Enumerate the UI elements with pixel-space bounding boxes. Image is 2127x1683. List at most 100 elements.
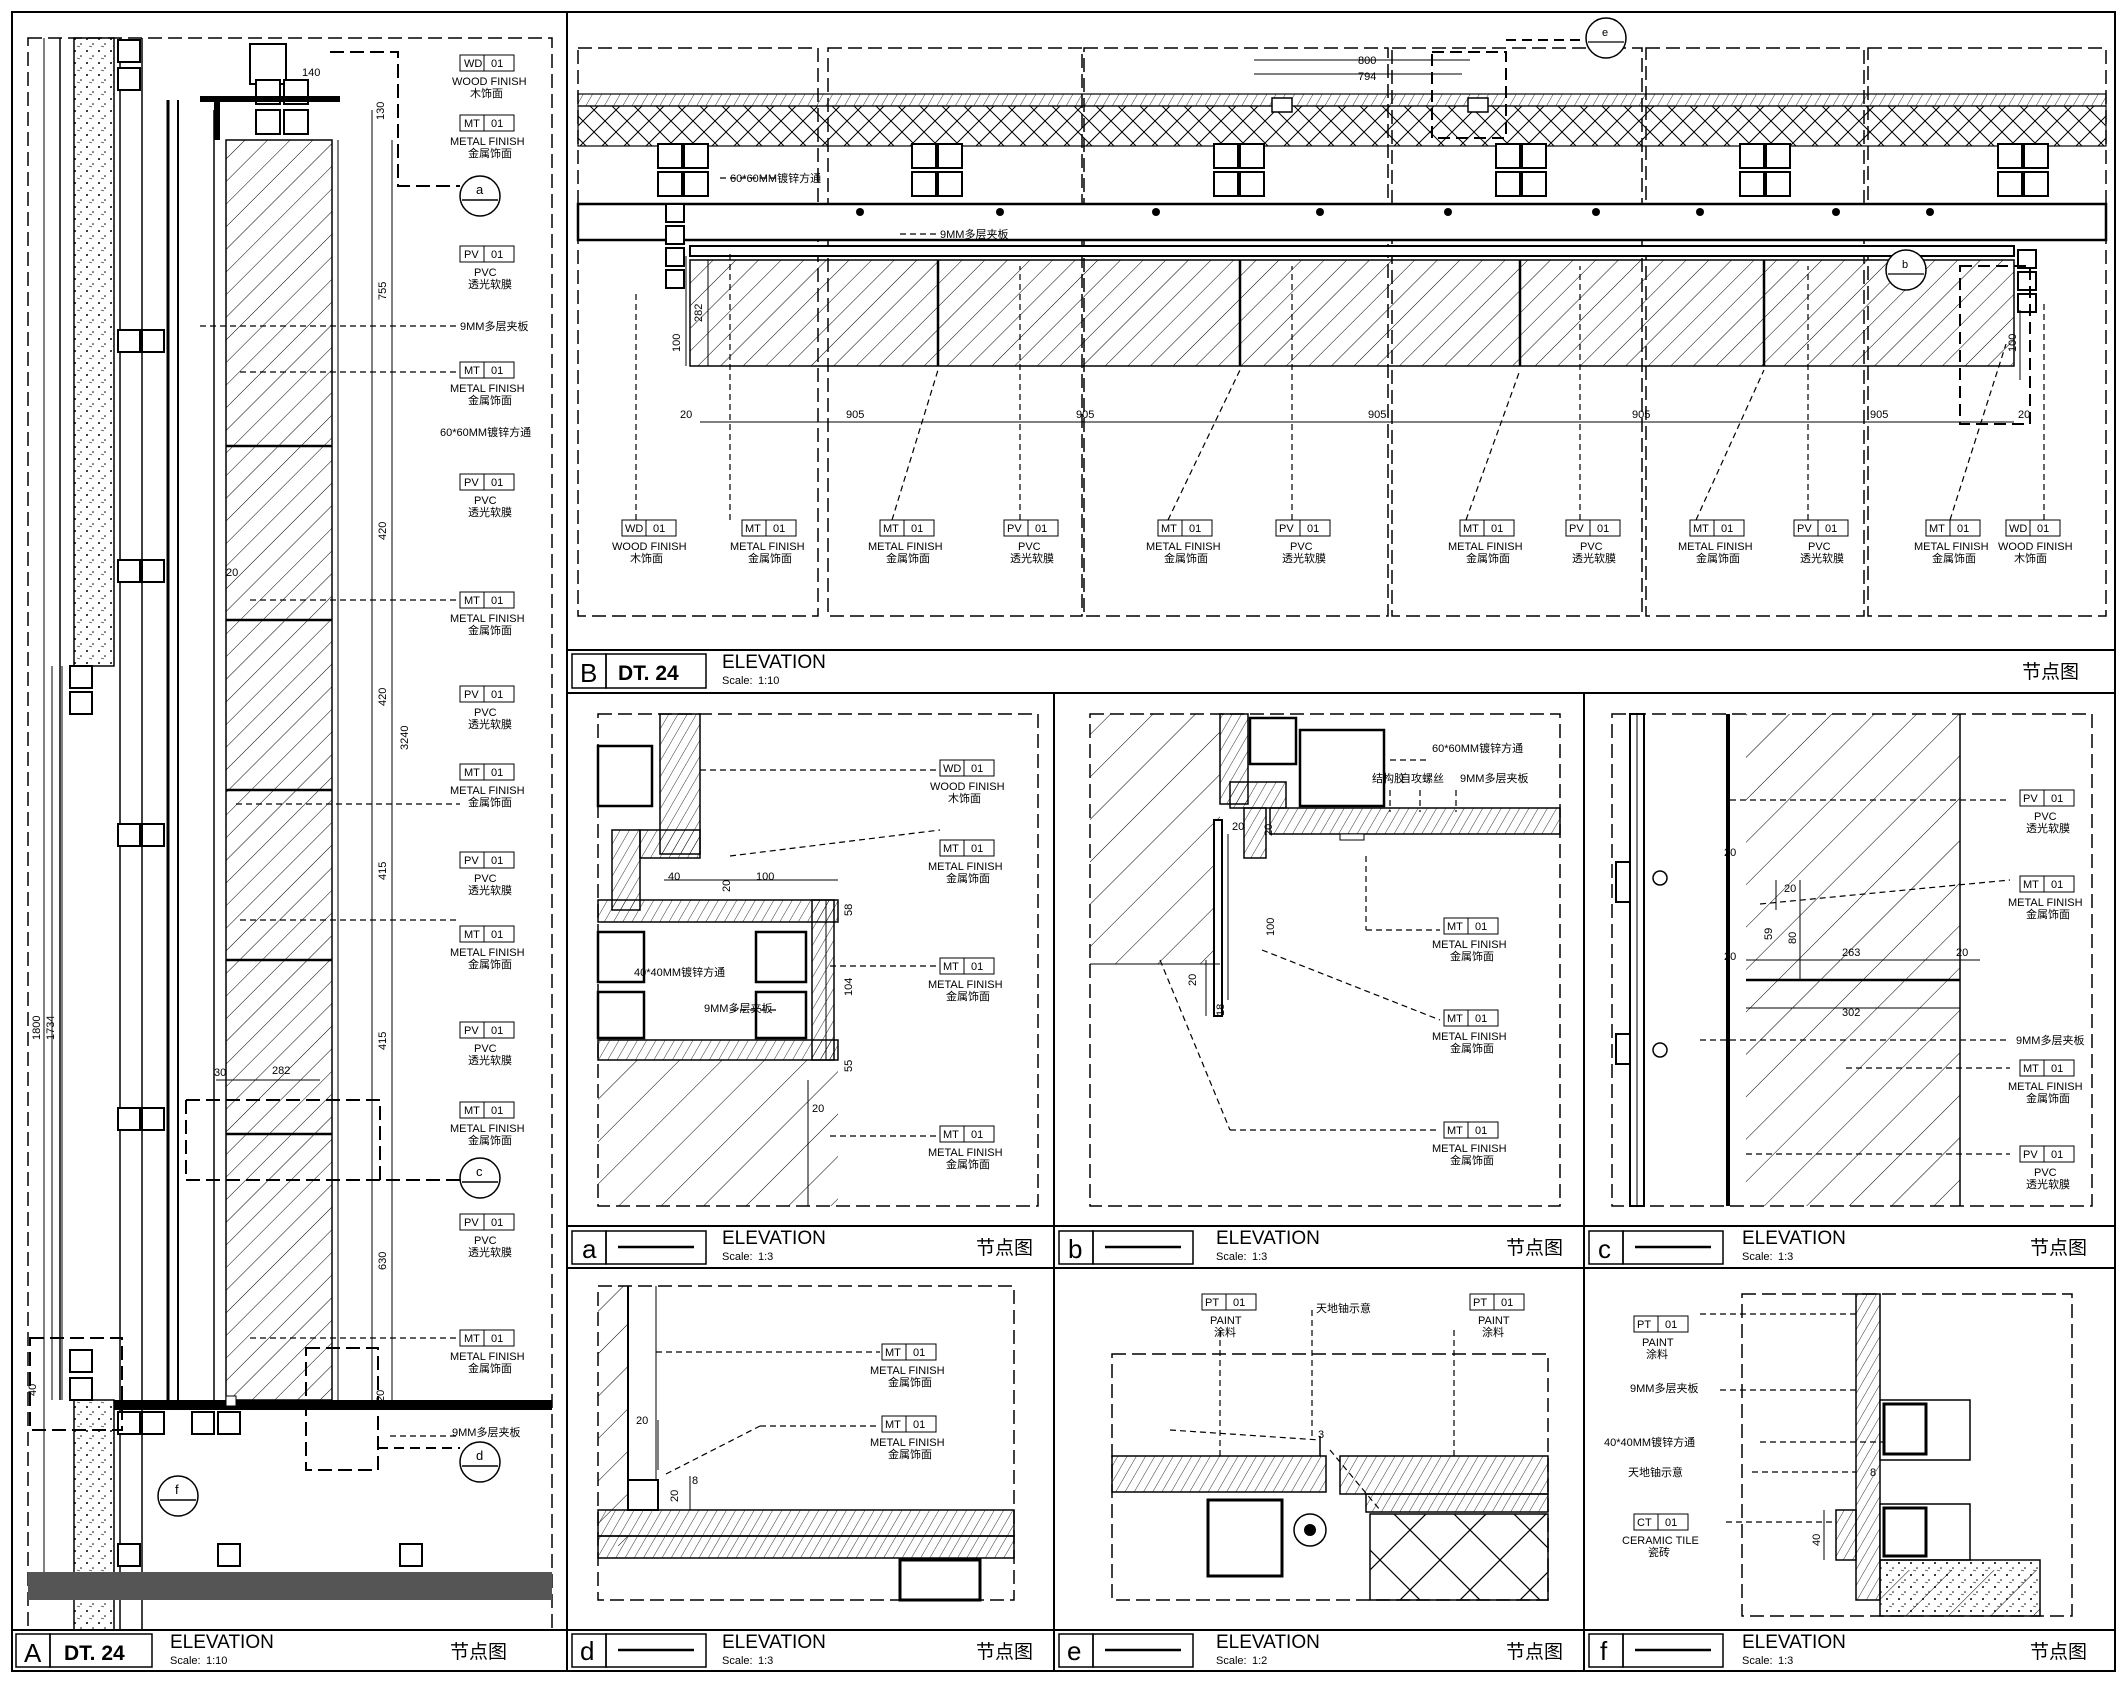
svg-text:20: 20 [812, 1103, 824, 1115]
title-strip-f: f ELEVATION Scale: 1:3 节点图 [1583, 1629, 2116, 1672]
svg-text:PAINT: PAINT [1478, 1315, 1510, 1327]
title-strip-b: b ELEVATION Scale: 1:3 节点图 [1053, 1225, 1585, 1269]
callout-a: a [476, 182, 484, 197]
svg-text:MT: MT [464, 767, 480, 779]
panel-c-drawing [1611, 713, 2093, 1207]
callout-c: c [476, 1164, 483, 1179]
svg-text:METAL FINISH: METAL FINISH [928, 1147, 1003, 1159]
svg-text:01: 01 [1825, 523, 1837, 535]
svg-text:木饰面: 木饰面 [630, 551, 663, 565]
svg-text:MT: MT [464, 1105, 480, 1117]
panel-b-drawing [1089, 713, 1561, 1207]
svg-text:金属饰面: 金属饰面 [468, 795, 512, 809]
svg-text:METAL FINISH: METAL FINISH [2008, 1081, 2083, 1093]
panel-A-callout-letters: a c d f [175, 182, 484, 1497]
svg-text:80: 80 [1787, 932, 1799, 944]
svg-text:01: 01 [1475, 1013, 1487, 1025]
dim-755: 755 [377, 282, 389, 300]
svg-text:MT: MT [745, 523, 761, 535]
svg-text:金属饰面: 金属饰面 [946, 871, 990, 885]
svg-text:01: 01 [971, 763, 983, 775]
svg-text:20: 20 [1724, 847, 1736, 859]
svg-text:01: 01 [491, 767, 503, 779]
svg-text:MT: MT [1447, 1013, 1463, 1025]
svg-text:b: b [1068, 1234, 1082, 1264]
title-strip-e: e ELEVATION Scale: 1:2 节点图 [1053, 1629, 1585, 1672]
svg-text:MT: MT [883, 523, 899, 535]
svg-text:节点图: 节点图 [1506, 1237, 1563, 1259]
svg-text:01: 01 [1035, 523, 1047, 535]
svg-text:瓷砖: 瓷砖 [1648, 1545, 1670, 1559]
svg-text:60*60MM镀锌方通: 60*60MM镀锌方通 [1432, 741, 1523, 755]
svg-text:ELEVATION: ELEVATION [722, 652, 826, 673]
svg-text:Scale:: Scale: [1742, 1655, 1773, 1667]
svg-text:透光软膜: 透光软膜 [468, 883, 512, 897]
svg-text:40: 40 [668, 871, 680, 883]
svg-text:WOOD FINISH: WOOD FINISH [1998, 541, 2073, 553]
svg-text:PVC: PVC [474, 1043, 497, 1055]
svg-text:01: 01 [491, 249, 503, 261]
svg-text:ELEVATION: ELEVATION [170, 1632, 274, 1653]
dim-3240: 3240 [399, 726, 411, 750]
title-strip-a: a ELEVATION Scale: 1:3 节点图 [566, 1225, 1055, 1269]
svg-text:01: 01 [1233, 1297, 1245, 1309]
svg-text:天地铀示意: 天地铀示意 [1628, 1465, 1683, 1479]
svg-text:01: 01 [2051, 1149, 2063, 1161]
svg-text:01: 01 [1491, 523, 1503, 535]
svg-text:MT: MT [1161, 523, 1177, 535]
svg-text:Scale:: Scale: [722, 1251, 753, 1263]
callout-d: d [476, 1448, 483, 1463]
svg-text:905: 905 [846, 409, 864, 421]
svg-text:263: 263 [1842, 947, 1860, 959]
svg-text:01: 01 [971, 1129, 983, 1141]
svg-text:Scale:: Scale: [722, 1655, 753, 1667]
svg-text:MT: MT [464, 929, 480, 941]
svg-text:60*60MM镀锌方通: 60*60MM镀锌方通 [440, 425, 531, 439]
svg-text:PV: PV [1569, 523, 1584, 535]
svg-text:MT: MT [943, 961, 959, 973]
svg-text:WD: WD [625, 523, 643, 535]
panel-a-drawing [596, 713, 1039, 1207]
svg-text:ELEVATION: ELEVATION [1216, 1228, 1320, 1249]
svg-text:PV: PV [464, 689, 479, 701]
svg-text:d: d [580, 1636, 594, 1666]
svg-text:金属饰面: 金属饰面 [946, 1157, 990, 1171]
svg-text:金属饰面: 金属饰面 [468, 146, 512, 160]
svg-text:20: 20 [1187, 974, 1199, 986]
svg-text:1:3: 1:3 [1252, 1251, 1267, 1263]
svg-text:9MM多层夹板: 9MM多层夹板 [1630, 1381, 1698, 1395]
svg-text:01: 01 [913, 1419, 925, 1431]
svg-text:B: B [580, 658, 597, 688]
svg-text:MT: MT [464, 118, 480, 130]
svg-text:100: 100 [756, 871, 774, 883]
svg-text:905: 905 [1632, 409, 1650, 421]
svg-text:PVC: PVC [1808, 541, 1831, 553]
svg-text:节点图: 节点图 [2022, 661, 2079, 683]
title-strip-B: B DT. 24 ELEVATION Scale: 1:10 节点图 [566, 649, 2116, 694]
svg-text:PV: PV [2023, 793, 2038, 805]
svg-text:ELEVATION: ELEVATION [1216, 1632, 1320, 1653]
svg-text:透光软膜: 透光软膜 [468, 505, 512, 519]
svg-text:20: 20 [669, 1490, 681, 1502]
svg-text:20: 20 [680, 409, 692, 421]
svg-text:Scale:: Scale: [1216, 1251, 1247, 1263]
svg-text:01: 01 [913, 1347, 925, 1359]
panel-A-letter: A [24, 1638, 42, 1668]
svg-text:METAL FINISH: METAL FINISH [450, 383, 525, 395]
svg-text:PV: PV [1007, 523, 1022, 535]
svg-text:透光软膜: 透光软膜 [1282, 551, 1326, 565]
svg-text:PVC: PVC [474, 495, 497, 507]
svg-text:MT: MT [1693, 523, 1709, 535]
svg-text:9MM多层夹板: 9MM多层夹板 [460, 319, 528, 333]
svg-text:20: 20 [636, 1415, 648, 1427]
svg-text:01: 01 [2037, 523, 2049, 535]
svg-text:01: 01 [1665, 1319, 1677, 1331]
svg-text:PV: PV [1797, 523, 1812, 535]
svg-text:透光软膜: 透光软膜 [1572, 551, 1616, 565]
svg-text:WOOD FINISH: WOOD FINISH [452, 76, 527, 88]
svg-text:100: 100 [671, 334, 683, 352]
svg-text:01: 01 [491, 365, 503, 377]
dim-282: 282 [272, 1065, 290, 1077]
svg-text:ELEVATION: ELEVATION [1742, 1228, 1846, 1249]
